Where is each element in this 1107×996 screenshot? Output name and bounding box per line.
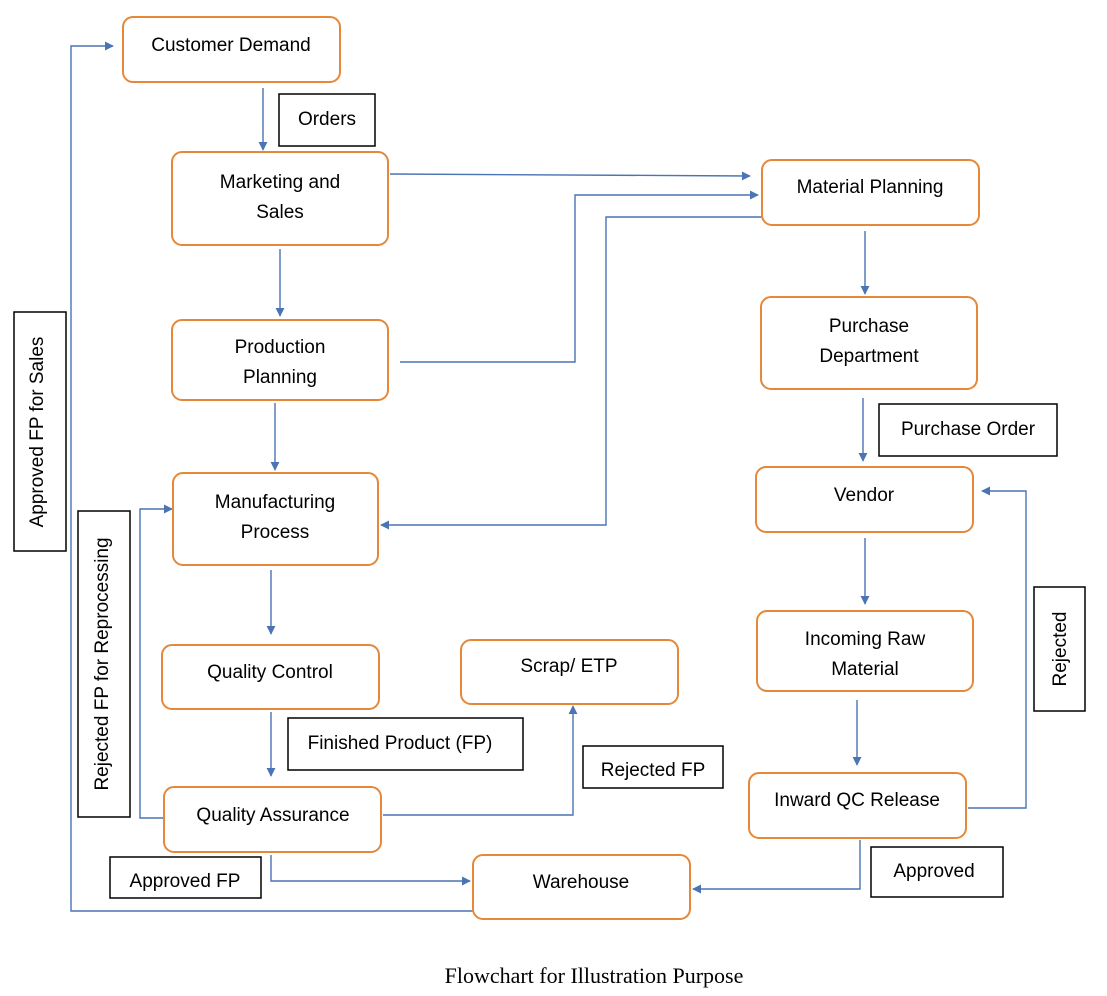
diagram-caption: Flowchart for Illustration Purpose — [445, 963, 744, 988]
node-customer-demand: Customer Demand — [122, 16, 341, 83]
label-approved-fp: Approved FP — [109, 856, 262, 899]
edge-marketing-to-material-planning — [389, 171, 751, 181]
label-finished-product: Finished Product (FP) — [287, 717, 524, 771]
svg-text:Quality Assurance: Quality Assurance — [196, 805, 349, 826]
edge-production-to-material-planning — [400, 190, 759, 363]
edge-qa-reprocessing-to-manufacturing — [139, 504, 173, 819]
node-line: Process — [241, 522, 310, 543]
svg-text:Quality Control: Quality Control — [207, 662, 333, 683]
label-rejected-fp-text: Rejected FP — [601, 760, 706, 781]
node-line: Department — [819, 346, 919, 367]
edge-warehouse-to-customer — [70, 41, 473, 912]
node-line: Material Planning — [797, 177, 944, 198]
node-line: Quality Assurance — [196, 805, 349, 826]
node-vendor: Vendor — [755, 466, 974, 533]
node-quality-assurance: Quality Assurance — [163, 786, 382, 853]
edge-qa-to-warehouse — [270, 855, 471, 886]
node-warehouse: Warehouse — [472, 854, 691, 920]
label-rejected-text: Rejected — [1050, 612, 1071, 687]
label-approved-fp-sales: Approved FP for Sales — [13, 311, 67, 552]
edge-qa-to-scrap — [383, 705, 578, 816]
node-line: Quality Control — [207, 662, 333, 683]
node-scrap-etp: Scrap/ ETP — [460, 639, 679, 705]
node-line: Material — [831, 659, 899, 680]
svg-text:Inward QC Release: Inward QC Release — [774, 790, 940, 811]
node-line: Planning — [243, 367, 317, 388]
node-line: Manufacturing — [215, 492, 335, 513]
node-line: Incoming Raw — [805, 629, 926, 650]
edge-inward-qc-approved-to-warehouse — [692, 840, 861, 894]
svg-text:Vendor: Vendor — [834, 485, 895, 506]
label-rejected-fp-reprocessing: Rejected FP for Reprocessing — [77, 510, 131, 818]
label-purchase-order: Purchase Order — [878, 403, 1058, 457]
label-purchase-order-text: Purchase Order — [901, 419, 1036, 440]
node-line: Production — [235, 337, 326, 358]
node-line: Marketing and — [220, 172, 340, 193]
label-approved-fp-text: Approved FP — [130, 871, 241, 892]
label-rejected: Rejected — [1033, 586, 1086, 712]
node-quality-control: Quality Control — [161, 644, 380, 710]
label-approved-fp-sales-text: Approved FP for Sales — [27, 337, 48, 528]
node-line: Scrap/ ETP — [520, 656, 617, 677]
label-orders: Orders — [278, 93, 376, 147]
node-line: Purchase — [829, 316, 909, 337]
label-orders-text: Orders — [298, 109, 356, 130]
label-approved-text: Approved — [893, 861, 974, 882]
node-line: Inward QC Release — [774, 790, 940, 811]
node-material-planning: Material Planning — [761, 159, 980, 226]
node-line: Customer Demand — [151, 35, 310, 56]
edge-material-planning-to-manufacturing — [380, 216, 762, 530]
node-line: Sales — [256, 202, 304, 223]
edge-inward-qc-rejected-to-vendor — [968, 486, 1027, 809]
node-inward-qc-release: Inward QC Release — [748, 772, 967, 839]
svg-text:Scrap/ ETP: Scrap/ ETP — [520, 656, 617, 677]
svg-text:Customer Demand: Customer Demand — [151, 35, 310, 56]
label-rejected-fp: Rejected FP — [582, 745, 724, 789]
label-finished-product-text: Finished Product (FP) — [308, 733, 493, 754]
label-approved: Approved — [870, 846, 1004, 898]
svg-text:Warehouse: Warehouse — [533, 872, 629, 893]
svg-text:Material Planning: Material Planning — [797, 177, 944, 198]
label-rejected-fp-reprocessing-text: Rejected FP for Reprocessing — [92, 537, 113, 790]
node-line: Vendor — [834, 485, 895, 506]
node-line: Warehouse — [533, 872, 629, 893]
